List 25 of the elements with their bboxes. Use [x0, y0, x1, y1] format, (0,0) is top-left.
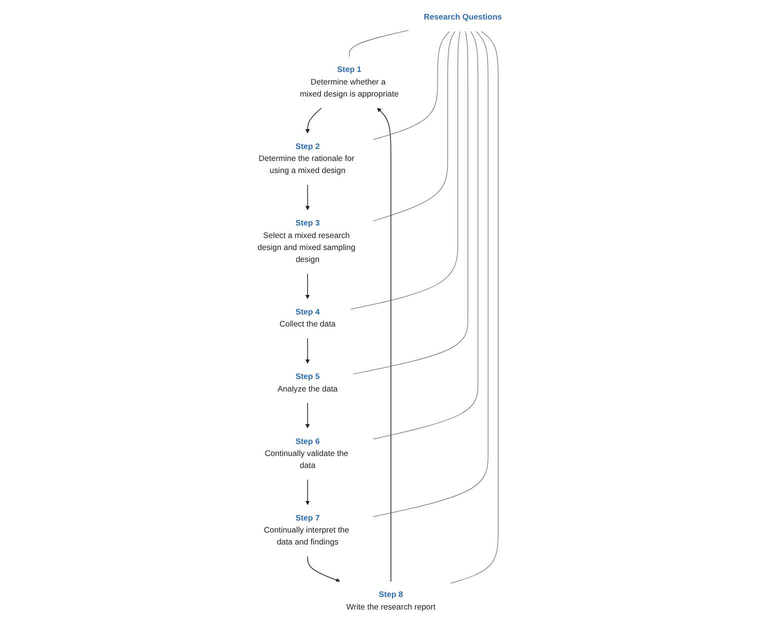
- connector: [350, 31, 460, 310]
- connector: [372, 31, 456, 222]
- node-text: Step 8 Write the research report: [346, 590, 436, 612]
- node-text: Step 7 Continually interpret the data and findings: [264, 514, 350, 547]
- arrow: [305, 338, 310, 364]
- arrow: [305, 402, 310, 428]
- node-text: Step 3 Select a mixed research design and mixed sampling design: [258, 219, 356, 264]
- arrow: [305, 479, 310, 506]
- node-text: Step 4 Collect the data: [280, 308, 336, 329]
- arrow: [307, 556, 340, 582]
- node-text: Step 6 Continually validate the data: [264, 437, 348, 470]
- node-text: Step 5 Analyze the data: [278, 372, 338, 394]
- arrow: [305, 108, 322, 134]
- connector: [450, 31, 498, 584]
- arrow: [305, 184, 310, 210]
- arrow: [305, 273, 310, 300]
- node-text: Research Questions: [424, 13, 502, 22]
- connector: [372, 31, 488, 517]
- node-text: Step 1 Determine whether a mixed design is appropriate: [300, 66, 399, 98]
- connector: [349, 30, 409, 57]
- connector: [372, 31, 450, 140]
- arrow: [377, 108, 392, 582]
- connector: [372, 31, 478, 440]
- connector: [352, 31, 468, 374]
- node-text: Step 2 Determine the rationale for using a mixed design: [258, 142, 354, 176]
